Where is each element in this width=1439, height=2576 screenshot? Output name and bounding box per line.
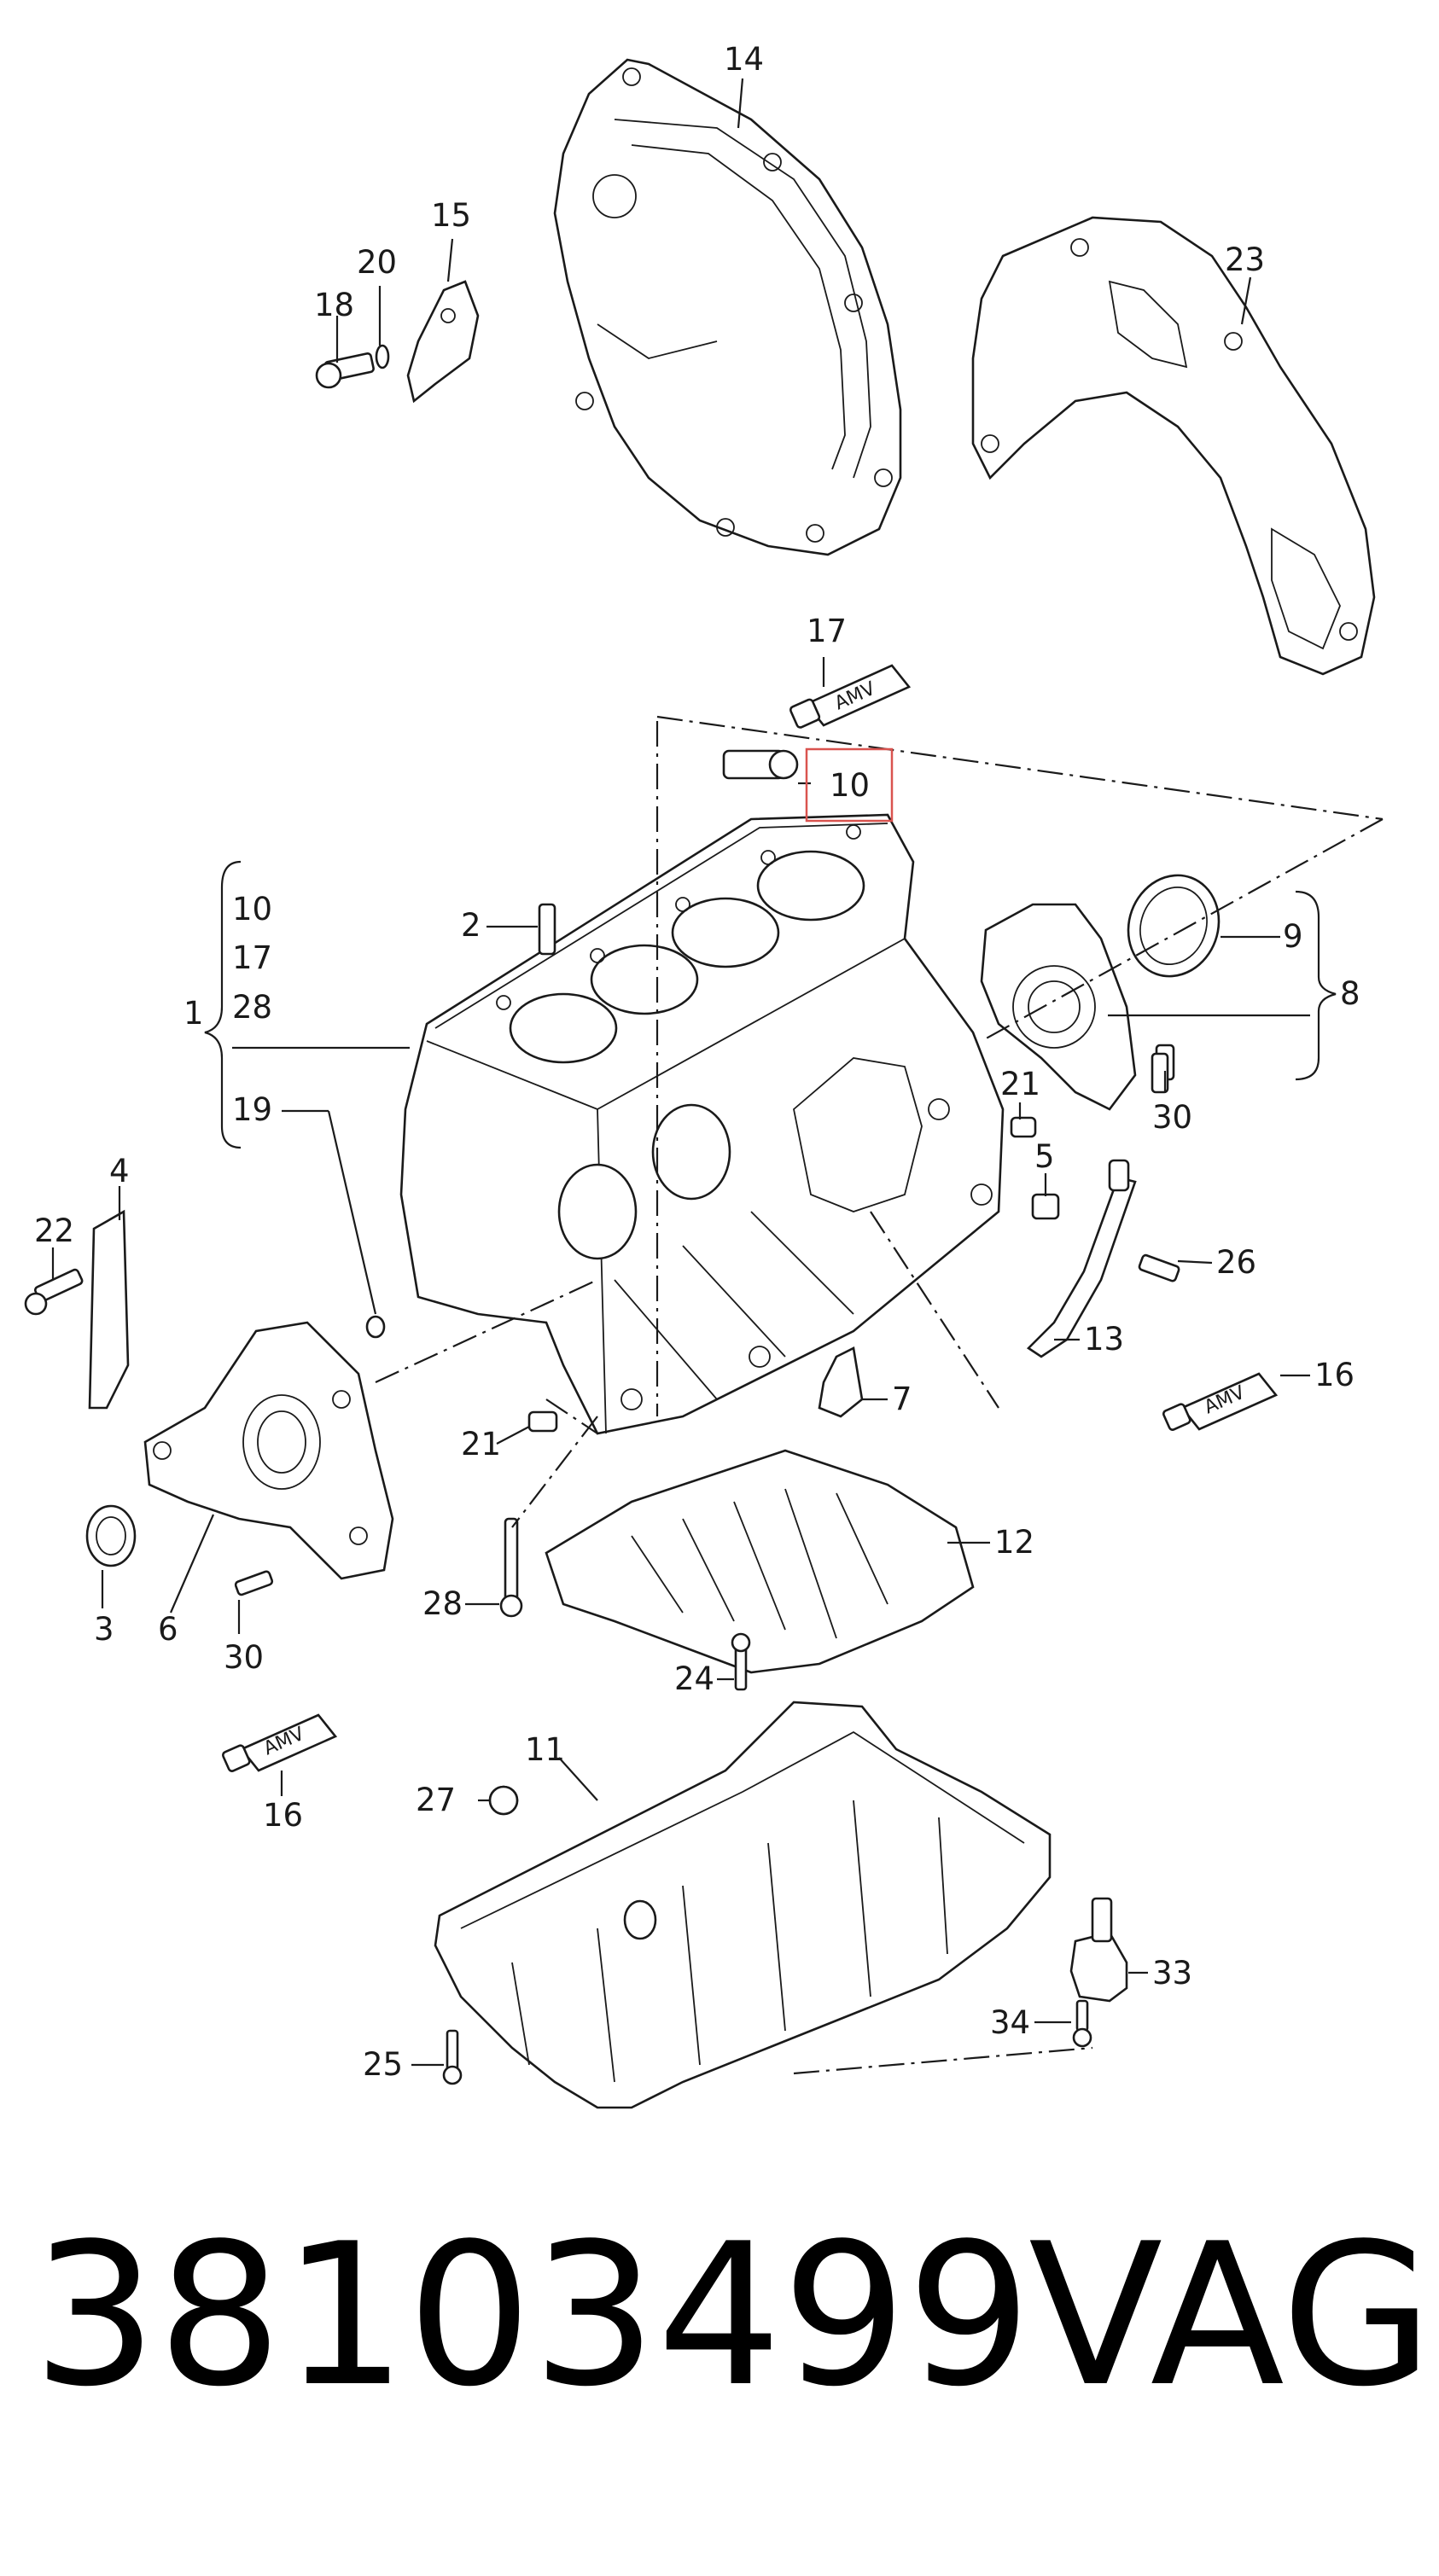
sealant-tube-top: AMV (789, 664, 912, 729)
highlight-box (805, 747, 894, 823)
bracket-assembly (315, 280, 480, 404)
front-seal-3 (85, 1504, 137, 1567)
bolt-24 (731, 1632, 751, 1691)
alignment-lines (375, 715, 1384, 2075)
callout-27: 27 (416, 1782, 456, 1818)
callout-5: 5 (1034, 1138, 1055, 1175)
callout-10-group: 10 (232, 891, 272, 927)
engine-bracket-4 (88, 1209, 130, 1410)
cylinder-block (399, 813, 1005, 1435)
callout-21-top: 21 (1000, 1066, 1040, 1102)
long-bolt-28 (499, 1517, 523, 1618)
sealant-tube-left: AMV (221, 1713, 338, 1772)
rear-gasket-plate (553, 58, 902, 556)
dipstick-guide (1026, 1159, 1137, 1358)
oil-pan (434, 1701, 1052, 2109)
callout-24: 24 (674, 1660, 714, 1697)
callout-10-highlighted: 10 (830, 767, 870, 804)
callout-16-right: 16 (1314, 1357, 1355, 1393)
leader-lines (51, 78, 1310, 2067)
drain-plug-27 (488, 1785, 519, 1816)
callout-28-group: 28 (232, 989, 272, 1026)
callout-22: 22 (34, 1212, 74, 1249)
callout-17-top: 17 (807, 613, 847, 649)
part-number: 38103499 (32, 2202, 1032, 2430)
callout-11: 11 (525, 1731, 565, 1768)
intermediate-plate (971, 216, 1376, 676)
callout-7: 7 (892, 1381, 912, 1417)
small-parts (234, 1052, 1180, 1596)
sealant-tube-right: AMV (1162, 1372, 1279, 1431)
callout-30-bottom: 30 (224, 1639, 264, 1676)
callout-30-top: 30 (1152, 1099, 1192, 1136)
callout-26: 26 (1216, 1244, 1256, 1281)
bolt-25 (442, 2029, 463, 2085)
callout-6: 6 (158, 1611, 178, 1648)
callout-18: 18 (314, 287, 354, 323)
callout-17-group: 17 (232, 939, 272, 976)
callout-12: 12 (994, 1524, 1034, 1561)
callout-1: 1 (184, 995, 204, 1032)
callout-33: 33 (1152, 1955, 1192, 1992)
rear-seal-flange (980, 874, 1221, 1111)
callout-3: 3 (94, 1611, 114, 1648)
callout-2: 2 (461, 907, 481, 944)
callout-23: 23 (1225, 241, 1265, 278)
callout-4: 4 (109, 1153, 130, 1189)
callout-16-left: 16 (263, 1797, 303, 1834)
brace-group-8 (1295, 890, 1337, 1081)
bolt-22 (24, 1268, 84, 1316)
brand-name: VAG (1028, 2202, 1434, 2430)
brace-group-1 (204, 860, 242, 1149)
callout-15: 15 (431, 197, 471, 234)
callout-labels: 14 15 20 18 23 17 10 10 17 28 1 2 9 8 30… (34, 41, 1360, 2083)
callout-28-bottom: 28 (422, 1585, 463, 1622)
baffle-plate (545, 1449, 975, 1674)
oil-level-sensor (1069, 1897, 1128, 2048)
callout-25: 25 (363, 2046, 403, 2083)
callout-19: 19 (232, 1091, 272, 1128)
callout-14: 14 (724, 41, 764, 78)
callout-34: 34 (990, 2004, 1030, 2041)
callout-13: 13 (1084, 1321, 1124, 1358)
plug-bolt-10 (722, 749, 799, 780)
callout-20: 20 (357, 244, 397, 281)
callout-9: 9 (1283, 918, 1303, 955)
callout-8: 8 (1340, 975, 1360, 1012)
front-cover (143, 1321, 394, 1580)
callout-21-bottom: 21 (461, 1426, 501, 1462)
